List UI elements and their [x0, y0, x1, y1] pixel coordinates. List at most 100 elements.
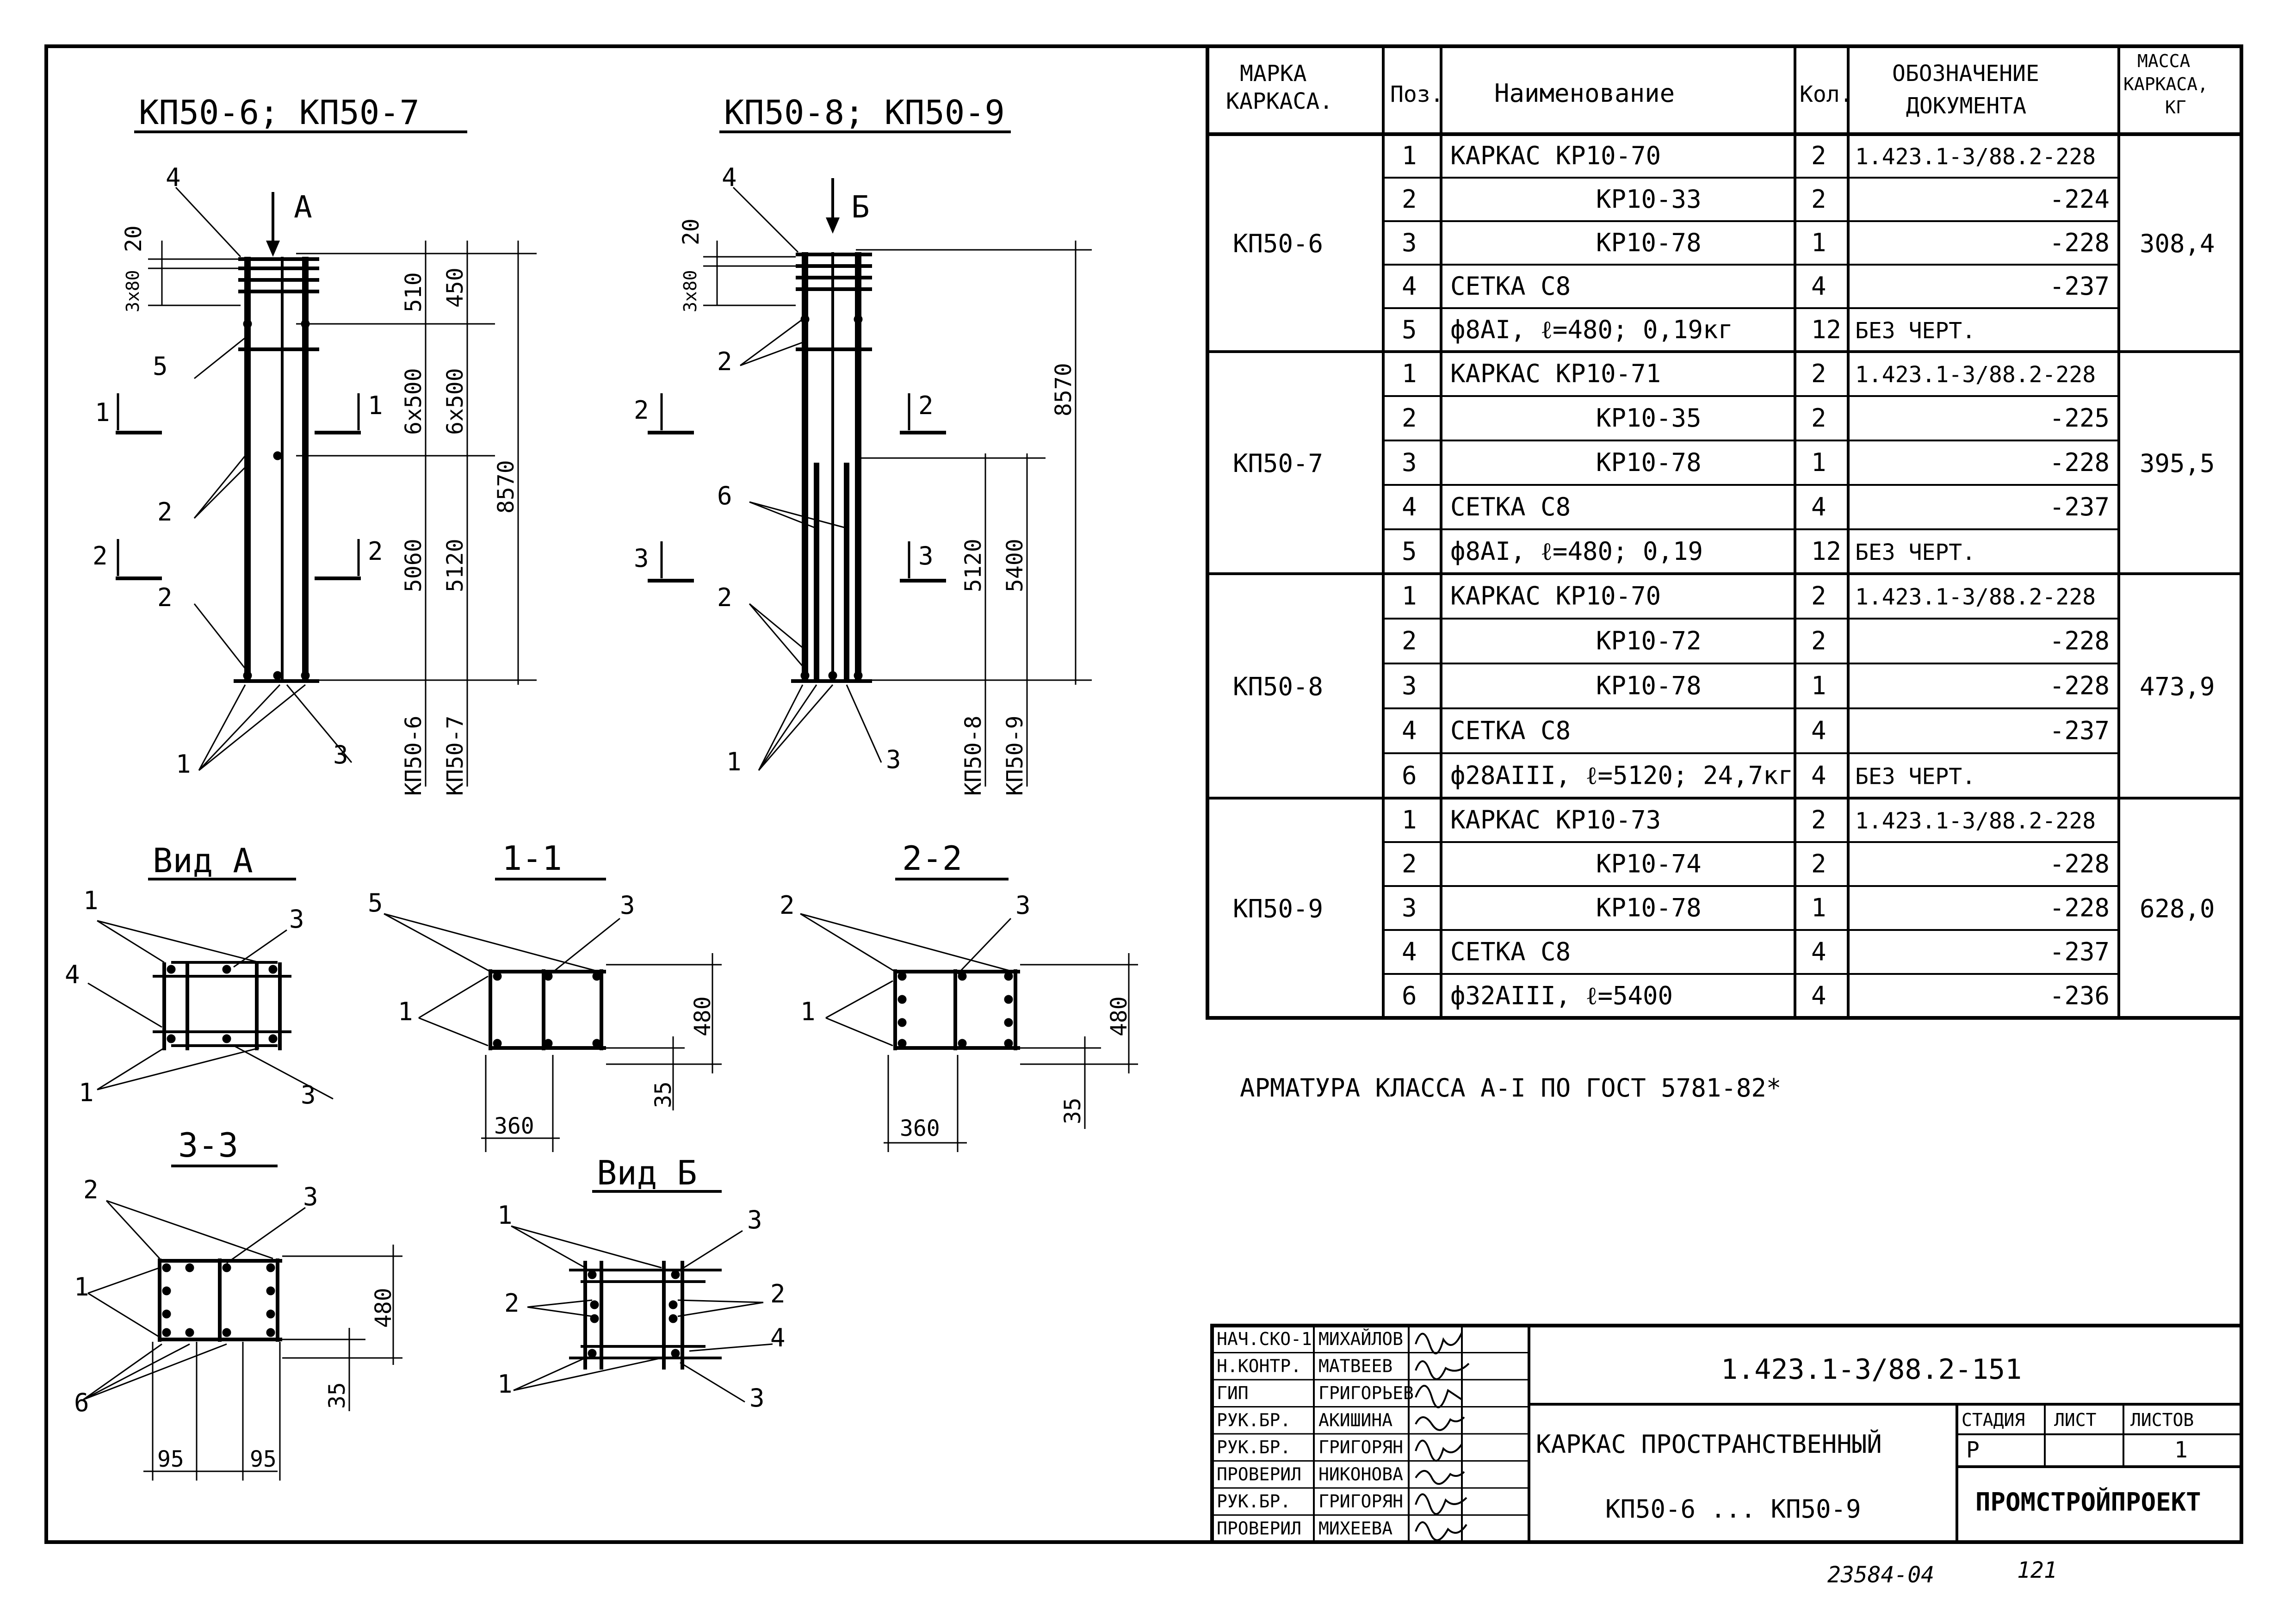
spec-row-name: СЕТКА С8 — [1450, 937, 1571, 967]
page-number: 121 — [2017, 1557, 2057, 1583]
stamp-role: ПРОВЕРИЛ — [1217, 1519, 1301, 1539]
section-2-2-title: 2-2 — [902, 839, 962, 878]
spec-row-name: КАРКАС КР10-70 — [1450, 141, 1661, 170]
spec-row-pos: 4 — [1402, 716, 1417, 745]
dim-b-5120: 5120 — [960, 539, 986, 592]
section-3-3-callout-1: 1 — [74, 1272, 89, 1302]
spec-row-qty: 2 — [1811, 626, 1826, 656]
stamp-person: ГРИГОРЬЕВ — [1318, 1383, 1414, 1403]
dim-a-5120: 5120 — [442, 539, 468, 592]
spec-row-qty: 4 — [1811, 272, 1826, 301]
spec-row-doc: -236 — [2049, 981, 2110, 1010]
spec-row-doc: БЕЗ ЧЕРТ. — [1855, 318, 1975, 344]
spec-row-pos: 1 — [1402, 141, 1417, 170]
stamp-sheets: 1 — [2174, 1437, 2188, 1463]
dim-a-510: 510 — [401, 272, 427, 312]
spec-row-pos: 5 — [1402, 537, 1417, 566]
view-arrow-a: А — [294, 189, 312, 225]
spec-row-name: КР10-35 — [1596, 403, 1702, 433]
spec-row-name: КР10-33 — [1596, 185, 1702, 214]
section-3-3-title: 3-3 — [178, 1126, 238, 1165]
spec-row-doc: БЕЗ ЧЕРТ. — [1855, 764, 1975, 790]
callout-a-2-lower: 2 — [157, 583, 173, 612]
view-b-callout-2-right: 2 — [770, 1279, 786, 1308]
stamp-role: РУК.БР. — [1217, 1410, 1291, 1431]
drawing-b-title: КП50-8; КП50-9 — [724, 93, 1005, 132]
dim-a-5060: 5060 — [401, 539, 427, 592]
view-a: Вид А 1 3 4 1 3 — [65, 841, 334, 1110]
spec-row-name: ф8АI, ℓ=480; 0,19кг — [1450, 315, 1733, 344]
callout-b-2-lower: 2 — [717, 583, 732, 612]
stamp-role: РУК.БР. — [1217, 1491, 1291, 1512]
section-1-1-title: 1-1 — [502, 839, 562, 878]
dim-b-20: 20 — [678, 218, 704, 245]
spec-row-name: КАРКАС КР10-71 — [1450, 359, 1661, 388]
section-1-1-callout-1: 1 — [398, 997, 413, 1026]
spec-row-pos: 2 — [1402, 626, 1417, 656]
stamp-person: АКИШИНА — [1318, 1410, 1392, 1431]
section-3-3-callout-3: 3 — [303, 1182, 318, 1211]
spec-row-qty: 1 — [1811, 448, 1826, 477]
spec-row-pos: 4 — [1402, 272, 1417, 301]
section-2-2: 2-2 480 35 360 2 3 1 — [780, 839, 1138, 1152]
spec-row-doc: 1.423.1-3/88.2-228 — [1855, 144, 2096, 170]
dim-a-3x80: 3x80 — [123, 270, 143, 312]
spec-row-qty: 2 — [1811, 806, 1826, 835]
spec-row-name: ф8АI, ℓ=480; 0,19 — [1450, 537, 1703, 566]
view-b-callout-1-top: 1 — [497, 1201, 513, 1230]
spec-row-doc: -228 — [2049, 626, 2110, 656]
view-b-callout-4: 4 — [770, 1323, 786, 1352]
spec-group-mark: КП50-9 — [1233, 894, 1323, 924]
spec-row-qty: 4 — [1811, 492, 1826, 521]
callout-b-4: 4 — [722, 163, 737, 192]
stamp-person: МАТВЕЕВ — [1318, 1356, 1392, 1376]
section-2-2-callout-2: 2 — [780, 891, 795, 920]
section-2-2-dim-360: 360 — [900, 1116, 940, 1141]
signatures — [1415, 1332, 1470, 1541]
spec-row-doc: -237 — [2049, 492, 2110, 521]
callout-b-3: 3 — [886, 745, 901, 774]
section-3-3-callout-6: 6 — [74, 1388, 89, 1417]
spec-row-doc: 1.423.1-3/88.2-228 — [1855, 584, 2096, 610]
spec-row-name: СЕТКА С8 — [1450, 716, 1571, 745]
view-b-callout-2-left: 2 — [504, 1289, 520, 1318]
section-2-2-dim-35: 35 — [1060, 1097, 1086, 1124]
spec-group-mass: 395,5 — [2140, 449, 2215, 478]
section-1-1-dim-480: 480 — [690, 996, 716, 1036]
callout-a-3: 3 — [333, 740, 348, 769]
spec-row-name: СЕТКА С8 — [1450, 272, 1571, 301]
callout-a-1: 1 — [176, 750, 191, 779]
stamp-person: ГРИГОРЯН — [1318, 1437, 1403, 1457]
archive-number: 23584-04 — [1827, 1562, 1934, 1588]
section-1-1-callout-5: 5 — [368, 888, 383, 917]
spec-row-qty: 2 — [1811, 185, 1826, 214]
view-a-callout-1-bottom: 1 — [79, 1078, 94, 1107]
spec-header-name: Наименование — [1494, 79, 1675, 108]
spec-header-qty: Кол. — [1800, 81, 1853, 107]
section-mark-b-2-right: 2 — [918, 391, 934, 420]
section-3-3-dim-95-left: 95 — [157, 1446, 184, 1472]
stamp-code: 1.423.1-3/88.2-151 — [1721, 1353, 2022, 1386]
stamp-stage: Р — [1966, 1437, 1980, 1463]
spec-row-pos: 1 — [1402, 582, 1417, 611]
spec-row-doc: -228 — [2049, 893, 2110, 923]
stamp-role: РУК.БР. — [1217, 1437, 1291, 1457]
mark-a-1: КП50-6 — [401, 716, 427, 796]
section-mark-1-right: 1 — [368, 391, 383, 420]
spec-row-doc: -228 — [2049, 228, 2110, 257]
stamp-sheet-header: ЛИСТ — [2054, 1410, 2097, 1430]
stamp-stage-header: СТАДИЯ — [1962, 1410, 2025, 1430]
view-a-callout-3-top: 3 — [289, 905, 304, 934]
spec-row-qty: 2 — [1811, 141, 1826, 170]
spec-row-qty: 2 — [1811, 849, 1826, 879]
spec-row-qty: 4 — [1811, 716, 1826, 745]
section-2-2-callout-3: 3 — [1015, 891, 1031, 920]
spec-row-doc: 1.423.1-3/88.2-228 — [1855, 808, 2096, 834]
spec-row-doc: -225 — [2049, 403, 2110, 433]
stamp-role: НАЧ.СКО-1 — [1217, 1329, 1312, 1349]
